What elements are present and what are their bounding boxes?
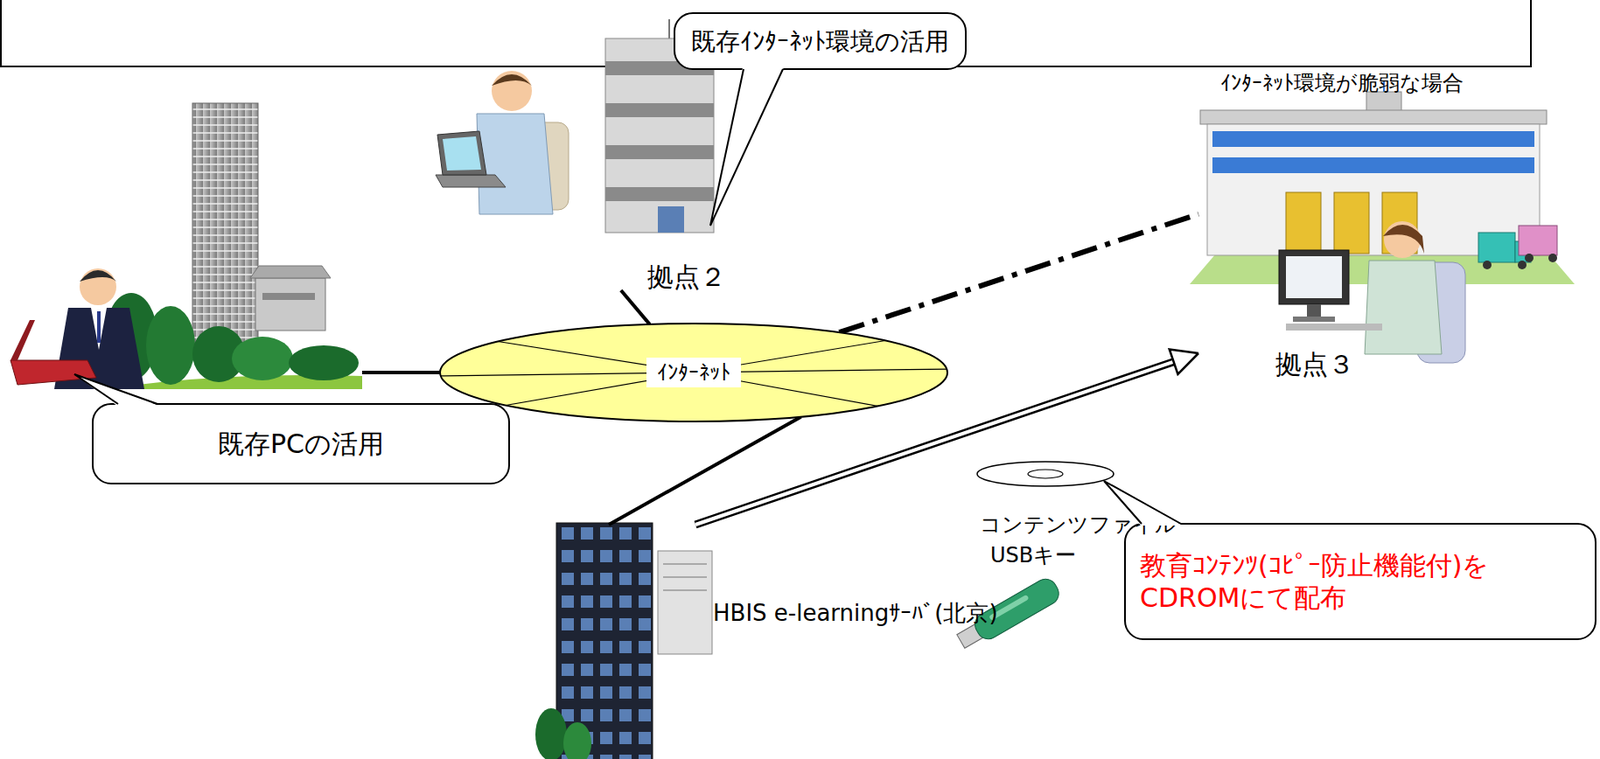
head-office-illustration bbox=[231, 336, 294, 381]
factory-worker-figure bbox=[1306, 304, 1321, 317]
office-worker-figure bbox=[10, 268, 145, 390]
head-office-illustration bbox=[288, 345, 359, 381]
factory-building bbox=[1518, 225, 1558, 256]
site-worker-figure bbox=[435, 70, 569, 215]
factory-building bbox=[1482, 260, 1492, 270]
callout-bubble: 既存ｲﾝﾀｰﾈｯﾄ環境の活用 bbox=[673, 12, 967, 70]
connector-line bbox=[608, 417, 802, 525]
callout-tail bbox=[74, 374, 158, 405]
factory-building bbox=[1548, 253, 1558, 263]
callout-text: 既存PCの活用 bbox=[217, 427, 385, 462]
cd-rom-disc bbox=[977, 461, 1114, 487]
head-office-illustration bbox=[146, 306, 196, 385]
office-worker-figure bbox=[10, 320, 35, 361]
site-node: 拠点２ bbox=[450, 34, 732, 291]
server-building bbox=[563, 722, 592, 759]
server-machine bbox=[657, 551, 713, 655]
factory-worker-figure bbox=[1278, 250, 1349, 305]
factory-worker-figure bbox=[1383, 224, 1425, 254]
office-worker-figure bbox=[97, 311, 101, 343]
site-building bbox=[605, 103, 714, 118]
site-worker-figure bbox=[491, 70, 532, 112]
head-office-illustration bbox=[104, 103, 363, 390]
site-worker-figure bbox=[491, 74, 532, 86]
callout-tail bbox=[710, 69, 783, 226]
office-worker-figure bbox=[79, 268, 117, 306]
callout-tail bbox=[74, 374, 160, 406]
office-worker-figure bbox=[79, 270, 117, 282]
factory-building bbox=[1524, 253, 1534, 263]
arrowhead bbox=[1169, 349, 1199, 374]
factory-building bbox=[1212, 157, 1535, 174]
part-label: USBキー bbox=[990, 542, 1076, 569]
head-office-illustration bbox=[262, 293, 315, 301]
callout-tail bbox=[710, 67, 784, 226]
server-node: HBIS e-learningｻｰﾊﾞ(北京) bbox=[551, 524, 1033, 755]
server-machine bbox=[663, 576, 707, 579]
factory-worker-figure bbox=[1364, 260, 1442, 355]
server-machine bbox=[663, 563, 707, 566]
factory-building bbox=[1189, 80, 1575, 285]
site-building bbox=[605, 187, 714, 202]
site-worker-figure bbox=[437, 131, 487, 175]
server-machine bbox=[657, 551, 713, 655]
server-building bbox=[556, 523, 653, 759]
factory-worker-figure bbox=[1292, 316, 1335, 322]
factory-building bbox=[1478, 232, 1516, 263]
part-label: コンテンツファイル bbox=[979, 511, 1177, 538]
internet-cloud: ｲﾝﾀｰﾈｯﾄ bbox=[438, 321, 950, 424]
site-building bbox=[657, 206, 685, 233]
site-label: HBIS e-learningｻｰﾊﾞ(北京) bbox=[712, 599, 999, 629]
server-machine bbox=[663, 589, 707, 592]
connector-line bbox=[838, 214, 1199, 333]
server-building bbox=[535, 708, 567, 759]
factory-worker-figure bbox=[1285, 323, 1383, 331]
callout-bubble: 既存PCの活用 bbox=[91, 403, 511, 485]
site-worker-figure bbox=[442, 136, 482, 171]
head-office-illustration bbox=[255, 278, 326, 331]
factory-worker-figure bbox=[1285, 256, 1342, 299]
head-office-illustration bbox=[250, 265, 331, 279]
head-office-illustration bbox=[192, 103, 259, 353]
site-worker-figure bbox=[476, 113, 553, 215]
connector-line bbox=[621, 290, 650, 325]
factory-building bbox=[1200, 110, 1547, 125]
factory-building bbox=[1212, 131, 1535, 147]
network-link bbox=[838, 214, 1199, 333]
server-building bbox=[535, 523, 653, 759]
callout-tail bbox=[710, 67, 784, 226]
site-label: ｲﾝﾀｰﾈｯﾄ環境が脆弱な場合 bbox=[1220, 69, 1464, 97]
factory-worker-figure bbox=[1278, 221, 1466, 364]
site-label: 拠点２ bbox=[647, 260, 727, 294]
callout-tail bbox=[74, 374, 160, 406]
factory-building bbox=[1334, 192, 1370, 254]
office-worker-figure bbox=[10, 360, 97, 385]
callout-bubble: 教育ｺﾝﾃﾝﾂ(ｺﾋﾟｰ防止機能付)をCDROMにて配布 bbox=[1124, 523, 1597, 641]
site-building bbox=[668, 19, 671, 39]
network-link bbox=[621, 290, 650, 325]
network-line bbox=[362, 370, 441, 375]
network-link bbox=[608, 417, 802, 525]
office-worker-figure bbox=[90, 307, 107, 350]
callout-text: 教育ｺﾝﾃﾝﾂ(ｺﾋﾟｰ防止機能付)をCDROMにて配布 bbox=[1139, 549, 1581, 615]
callout-text: 既存ｲﾝﾀｰﾈｯﾄ環境の活用 bbox=[691, 26, 950, 57]
network-label: ｲﾝﾀｰﾈｯﾄ bbox=[646, 357, 741, 388]
site-node: ｲﾝﾀｰﾈｯﾄ環境が脆弱な場合拠点３ bbox=[1198, 69, 1584, 385]
ellipse-shape bbox=[440, 323, 948, 422]
site-worker-figure bbox=[435, 174, 506, 188]
site-building bbox=[605, 145, 714, 160]
site-label: 拠点３ bbox=[1275, 348, 1355, 382]
cd-rom-disc bbox=[977, 461, 1114, 487]
cd-rom-disc bbox=[1027, 469, 1063, 479]
factory-building bbox=[1285, 192, 1321, 254]
factory-building bbox=[1517, 260, 1527, 270]
